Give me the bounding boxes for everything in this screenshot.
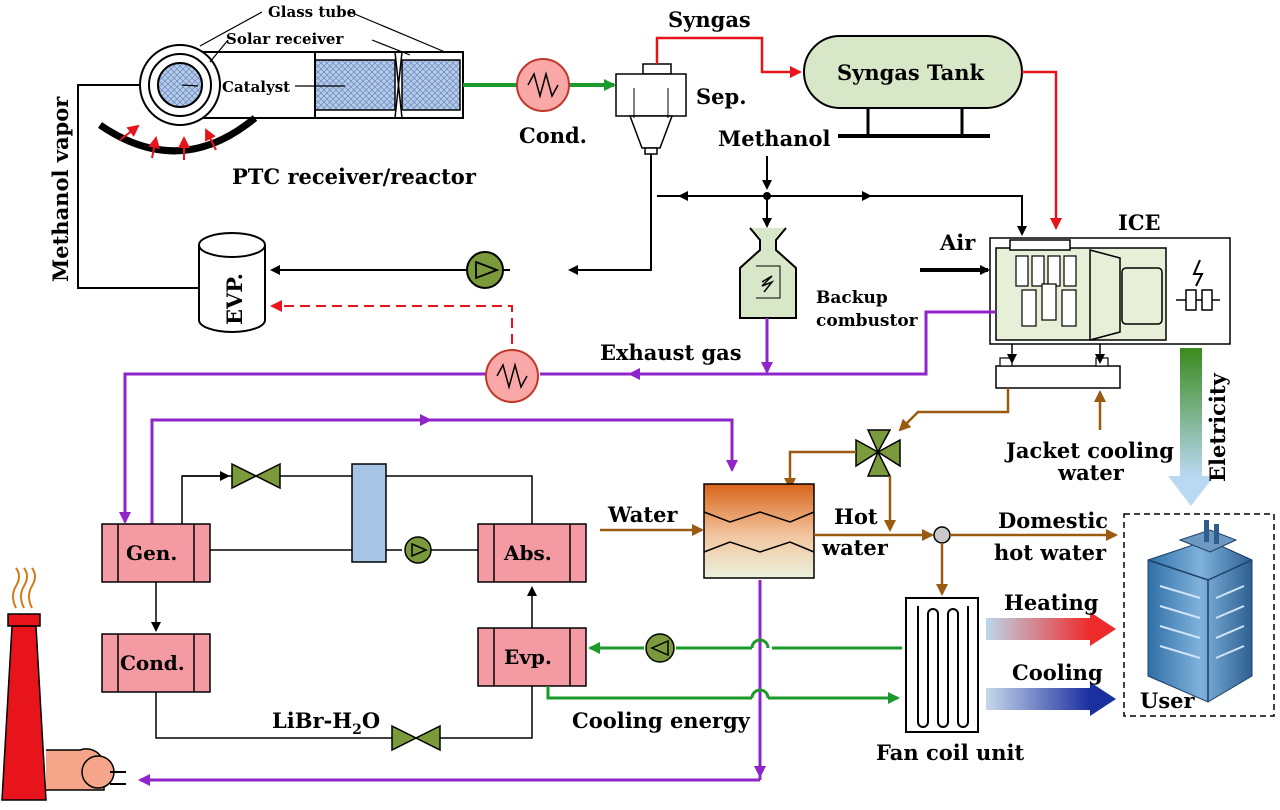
label-abs: Abs. [503, 541, 552, 565]
jacket-outlet-line [898, 388, 1010, 432]
label-cooling: Cooling [1012, 660, 1103, 685]
label-user: User [1140, 688, 1195, 713]
sep-bottom-line [596, 154, 652, 271]
label-combustor: combustor [816, 311, 919, 331]
electricity-band [1180, 348, 1202, 476]
chilled-water-pump [645, 633, 675, 663]
cooling-band [986, 688, 1090, 710]
cooling-supply-line [546, 686, 752, 700]
jacket-cooling: Jacket cooling water [995, 344, 1174, 485]
fan-coil-unit: Fan coil unit [876, 597, 1025, 765]
label-domestic-1: Domestic [998, 508, 1108, 533]
label-hot-1: Hot [834, 504, 878, 529]
methanol-pump [466, 251, 504, 289]
label-backup: Backup [816, 288, 888, 308]
label-librh2o: LiBr-H2O [272, 708, 380, 738]
label-catalyst: Catalyst [222, 78, 290, 96]
label-jacket-1: Jacket cooling [1004, 438, 1174, 463]
hot-water-junction [933, 526, 951, 544]
label-gen: Gen. [126, 541, 177, 565]
label-evp-top: EVP. [222, 273, 247, 325]
exhaust-stack [1, 567, 126, 801]
heating-arrowhead [1090, 612, 1116, 646]
label-evp-bottom: Evp. [504, 645, 552, 669]
label-ice: ICE [1118, 210, 1161, 235]
evaporator-top: EVP. [198, 232, 266, 333]
label-exhaust-gas: Exhaust gas [600, 340, 742, 365]
label-syngas: Syngas [668, 7, 751, 32]
ptc-receiver-reactor: Glass tube Solar receiver Catalyst PTC r… [98, 3, 477, 189]
label-methanol-vapor: Methanol vapor [48, 96, 73, 282]
backup-combustor: Backup combustor [739, 227, 919, 331]
label-solar-receiver: Solar receiver [226, 30, 344, 48]
syngas-tank: Syngas Tank [803, 35, 1023, 138]
label-syngas-tank: Syngas Tank [837, 60, 985, 85]
gen-to-hx-line [150, 418, 738, 530]
label-heating: Heating [1004, 590, 1099, 615]
syngas-line [655, 36, 802, 78]
label-cond-bottom: Cond. [120, 651, 185, 675]
heating-band [986, 618, 1090, 640]
methanol-vapor-line [77, 84, 198, 289]
ice-engine: ICE [989, 210, 1231, 345]
user-building: User [1123, 513, 1275, 717]
label-sep: Sep. [696, 84, 747, 109]
label-domestic-2: hot water [994, 540, 1107, 565]
exhaust-heat-exchanger [485, 349, 539, 403]
label-hot-2: water [821, 535, 889, 560]
condenser-top: Cond. [516, 58, 587, 148]
label-cooling-energy: Cooling energy [572, 708, 751, 733]
exhaust-heat-dashed-line [270, 300, 513, 360]
label-water: Water [607, 502, 678, 527]
exhaust-to-gen-line [119, 372, 486, 524]
separator: Sep. [615, 63, 747, 155]
water-heat-exchanger [703, 483, 815, 579]
cooling-arrowhead [1090, 682, 1116, 716]
label-fan-coil: Fan coil unit [876, 740, 1025, 765]
label-glass-tube: Glass tube [268, 3, 356, 21]
label-methanol: Methanol [718, 126, 830, 151]
label-jacket-2: water [1057, 460, 1125, 485]
label-air: Air [939, 230, 976, 255]
absorption-chiller: Gen. Abs. Cond. Evp. LiBr-H2O [101, 462, 587, 752]
label-cond-top: Cond. [519, 123, 587, 148]
electricity-arrowhead [1168, 476, 1214, 506]
tank-to-ice-line [1022, 70, 1062, 230]
label-electricity: Eletricity [1205, 372, 1230, 482]
three-way-valve [855, 429, 901, 477]
label-ptc: PTC receiver/reactor [232, 164, 477, 189]
valve-to-hx-line [784, 450, 856, 490]
